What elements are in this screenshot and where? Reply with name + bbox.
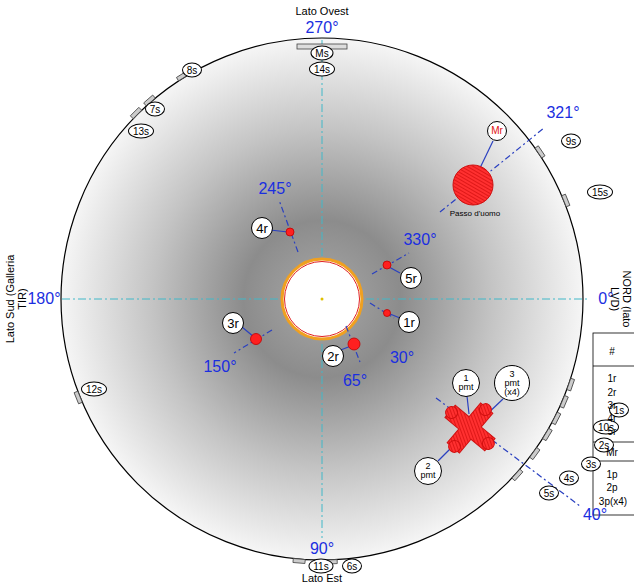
text-label: 5r (608, 426, 617, 437)
sensor-label: 4s (559, 471, 579, 486)
node-text: 5r (405, 272, 417, 285)
sensor-label: 8s (182, 63, 202, 78)
node-text: 9s (566, 136, 577, 146)
node-text: 12s (86, 384, 102, 394)
text-label: 2p (606, 482, 617, 493)
tank-outline (61, 38, 583, 560)
sensor-bracket (543, 428, 553, 440)
angle-label: 150° (203, 358, 236, 376)
angle-label: 90° (310, 540, 334, 558)
angle-label: 65° (343, 372, 367, 390)
callout-circle: 1r (398, 311, 420, 333)
node-text: 3r (227, 317, 239, 330)
node-text: Mr (491, 126, 503, 136)
sensor-label: 12s (81, 382, 107, 397)
callout-circle: 5r (400, 267, 422, 289)
sensor-bracket (74, 391, 82, 404)
sensor-label: 14s (309, 62, 335, 77)
node-text: 13s (133, 126, 149, 136)
callout-circle: Mr (487, 121, 507, 141)
pmt-cross (428, 386, 513, 471)
sensor-label: 13s (128, 124, 154, 139)
pmt-dots (251, 228, 392, 350)
sensor-label: 5s (539, 486, 559, 501)
node-text: 11s (313, 561, 328, 571)
sensor-bracket (130, 107, 141, 118)
node-text: 5s (544, 488, 555, 498)
sensor-label: 11s (309, 559, 334, 574)
node-text: Ms (315, 48, 328, 58)
node-text: 3 pmt (x4) (504, 370, 520, 397)
text-label: 4r (608, 413, 617, 424)
text-label: 3r (608, 400, 617, 411)
angle-lines (234, 128, 580, 506)
sensor-label: Ms (311, 46, 334, 61)
sensor-label: 3s (581, 457, 601, 472)
node-text: 14s (314, 64, 330, 74)
central-hole-rim (285, 262, 360, 337)
node-text: 3s (586, 459, 597, 469)
axis-lines (62, 40, 590, 538)
node-text: 1 pmt (459, 374, 474, 392)
text-label: Lato Sud (Galleria TIR) (4, 252, 28, 347)
sensor-bracket (552, 412, 561, 425)
node-text: 4r (256, 222, 268, 235)
sensor-label: 7s (145, 102, 165, 117)
text-label: 3p(x4) (599, 496, 627, 507)
text-label: Lato Ovest (295, 5, 348, 17)
text-label: # (609, 346, 615, 357)
node-text: 7s (150, 104, 161, 114)
central-hole (282, 259, 362, 339)
text-label: Lato Est (302, 572, 342, 584)
legend-table (593, 333, 634, 515)
sensor-bracket (512, 469, 523, 481)
angle-label: 30° (390, 349, 414, 367)
callout-circle: 3 pmt (x4) (494, 365, 530, 401)
node-text: 2r (327, 350, 339, 363)
sensor-label: 6s (342, 559, 362, 574)
angle-label: 321° (546, 104, 579, 122)
angle-label: 40° (583, 506, 607, 524)
angle-label: 330° (403, 231, 436, 249)
sensor-brackets (74, 71, 574, 564)
callout-circle: 3r (222, 312, 244, 334)
text-label: NORD (lato LVD) (609, 268, 633, 330)
sensor-bracket (567, 378, 575, 391)
callout-circle: 4r (251, 217, 273, 239)
node-text: 8s (187, 65, 198, 75)
node-text: 2 pmt (421, 462, 436, 480)
text-label: Passo d'uomo (450, 210, 500, 219)
callout-circle: 1 pmt (452, 369, 480, 397)
angle-label: 245° (258, 180, 291, 198)
sensor-bracket (560, 395, 568, 408)
angle-label: 270° (305, 19, 338, 37)
text-label: Mr (606, 447, 618, 458)
callout-circle: 2 pmt (414, 457, 442, 485)
sensor-label: 15s (587, 185, 613, 200)
node-text: 6s (347, 561, 358, 571)
node-text: 1r (403, 316, 415, 329)
sensor-bracket (562, 194, 570, 207)
callout-circle: 2r (322, 345, 344, 367)
sensor-label: 9s (561, 134, 581, 149)
angle-label: 180° (27, 290, 60, 308)
sensor-bracket (530, 448, 540, 460)
manhole (453, 165, 493, 205)
sensor-bracket (293, 558, 305, 563)
sensor-bracket (535, 146, 545, 158)
text-label: 2r (608, 387, 617, 398)
text-label: 1r (608, 373, 617, 384)
node-text: 4s (564, 473, 575, 483)
text-label: 1p (606, 469, 617, 480)
node-text: 15s (592, 187, 608, 197)
